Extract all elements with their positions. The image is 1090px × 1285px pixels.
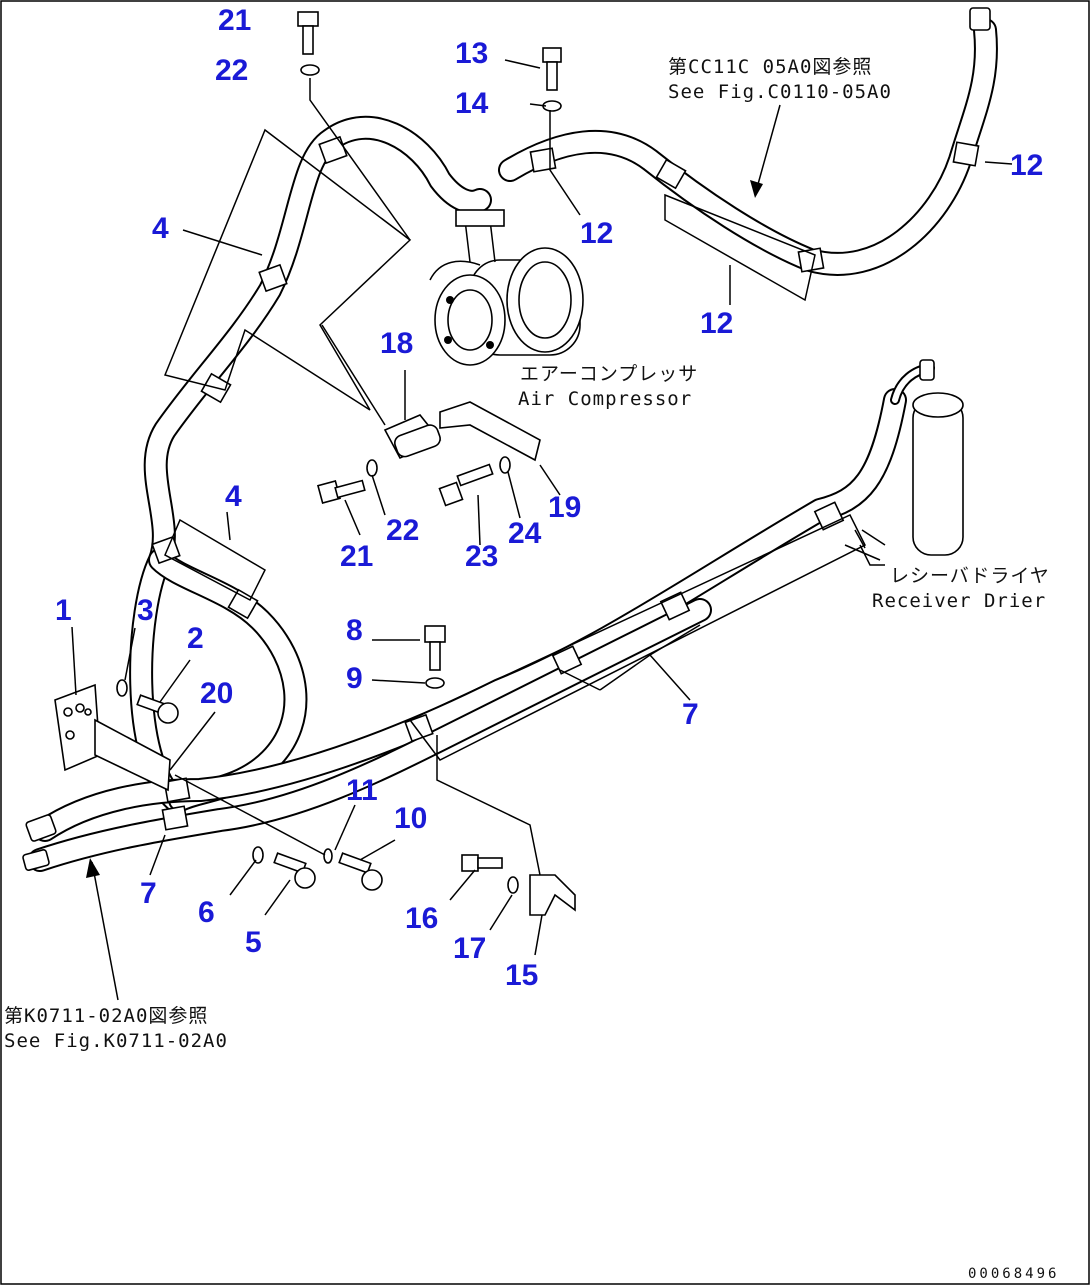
hose-fitting-lower bbox=[22, 849, 50, 871]
receiver-drier bbox=[912, 359, 964, 556]
part-label: 19 bbox=[548, 491, 581, 524]
part-label: 21 bbox=[340, 540, 373, 573]
part-label: 21 bbox=[218, 4, 251, 37]
part-label: 24 bbox=[508, 517, 542, 550]
part-label: 5 bbox=[245, 926, 262, 959]
part-label: 20 bbox=[200, 677, 233, 710]
air-compressor-label-jp: エアーコンプレッサ bbox=[520, 363, 698, 385]
hose-4 bbox=[129, 115, 492, 812]
reference-note-top-en: See Fig.C0110-05A0 bbox=[668, 81, 892, 103]
part-label: 17 bbox=[453, 932, 486, 965]
annotations: 第CC11C 05A0図参照 See Fig.C0110-05A0 エアーコンプ… bbox=[4, 56, 1059, 1282]
part-label: 12 bbox=[580, 217, 613, 250]
part-label: 12 bbox=[700, 307, 733, 340]
reference-note-bottom-en: See Fig.K0711-02A0 bbox=[4, 1030, 228, 1052]
part-label: 6 bbox=[198, 896, 215, 929]
hose-fitting-upper bbox=[25, 814, 57, 842]
bracket-19 bbox=[439, 401, 541, 462]
air-compressor bbox=[429, 209, 584, 366]
part-label: 2 bbox=[187, 622, 204, 655]
hose-7-lower bbox=[28, 598, 712, 872]
part-label: 8 bbox=[346, 614, 363, 647]
part-label: 7 bbox=[140, 877, 157, 910]
part-label: 1 bbox=[55, 594, 72, 627]
receiver-drier-label-en: Receiver Drier bbox=[872, 590, 1046, 612]
reference-note-top-jp: 第CC11C 05A0図参照 bbox=[668, 56, 872, 78]
part-label: 4 bbox=[225, 480, 242, 513]
part-label: 22 bbox=[386, 514, 419, 547]
receiver-drier-label-jp: レシーバドライヤ bbox=[890, 565, 1050, 587]
part-label: 10 bbox=[394, 802, 427, 835]
bracket-18 bbox=[383, 414, 442, 460]
part-label: 16 bbox=[405, 902, 438, 935]
drawing-code: 00068496 bbox=[968, 1266, 1059, 1282]
part-label: 9 bbox=[346, 662, 363, 695]
hose-fitting-top bbox=[969, 7, 991, 31]
part-label: 15 bbox=[505, 959, 538, 992]
bracket-15 bbox=[529, 874, 576, 916]
part-label: 7 bbox=[682, 698, 699, 731]
part-label: 14 bbox=[455, 87, 489, 120]
part-label: 18 bbox=[380, 327, 413, 360]
part-label: 22 bbox=[215, 54, 248, 87]
part-numbers: 21 22 13 14 4 12 12 12 18 4 19 22 21 24 … bbox=[55, 4, 1043, 992]
part-label: 13 bbox=[455, 37, 488, 70]
part-label: 12 bbox=[1010, 149, 1043, 182]
reference-arrows bbox=[86, 104, 781, 1001]
protective-sleeves bbox=[163, 128, 867, 761]
air-compressor-label-en: Air Compressor bbox=[518, 388, 692, 410]
bracket-1 bbox=[54, 683, 171, 792]
bolts-and-washers bbox=[116, 11, 562, 894]
reference-note-bottom-jp: 第K0711-02A0図参照 bbox=[4, 1005, 208, 1027]
hose-7-upper bbox=[33, 388, 907, 842]
leader-lines bbox=[71, 59, 1013, 956]
part-label: 11 bbox=[346, 774, 378, 807]
part-label: 23 bbox=[465, 540, 498, 573]
part-label: 3 bbox=[137, 594, 154, 627]
part-label: 4 bbox=[152, 212, 169, 245]
